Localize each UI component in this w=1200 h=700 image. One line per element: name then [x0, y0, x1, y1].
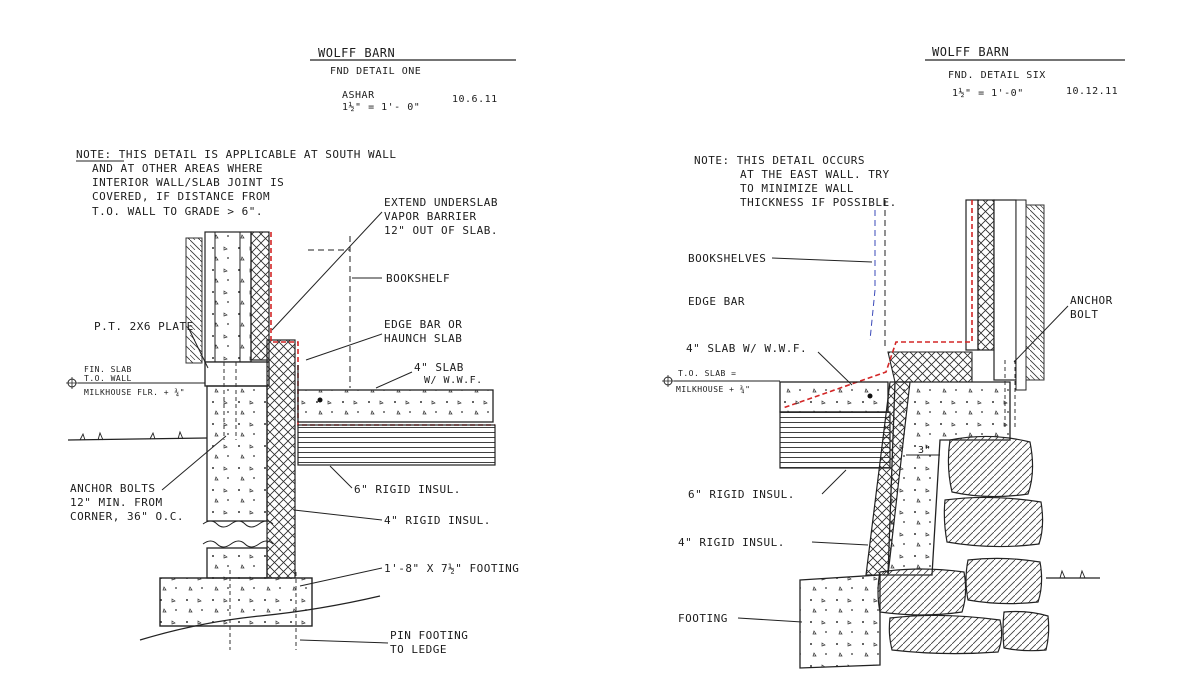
left-label-elev-3: MILKHOUSE FLR. + ¾" — [84, 388, 185, 397]
right-note-line-2: AT THE EAST WALL. TRY — [740, 168, 890, 181]
right-title: WOLFF BARN — [932, 45, 1009, 59]
right-note-line-1: NOTE: THIS DETAIL OCCURS — [694, 154, 865, 167]
left-note-line-4: COVERED, IF DISTANCE FROM — [92, 190, 270, 203]
right-label-dim-3: 3" — [918, 445, 931, 456]
left-label-vapor-3: 12" OUT OF SLAB. — [384, 224, 498, 237]
left-note-line-5: T.O. WALL TO GRADE > 6". — [92, 205, 263, 218]
right-scale: 1½" = 1'-0" — [952, 87, 1024, 99]
left-label-slab-2: W/ W.W.F. — [424, 375, 483, 386]
left-label-vapor-1: EXTEND UNDERSLAB — [384, 196, 498, 209]
right-label-bookshelves: BOOKSHELVES — [688, 252, 766, 265]
left-label-edge-bar-1: EDGE BAR OR — [384, 318, 462, 331]
right-label-footing: FOOTING — [678, 612, 728, 625]
right-title-block: WOLFF BARN FND. DETAIL SIX 1½" = 1'-0" 1… — [925, 45, 1125, 99]
left-label-anchor-2: 12" MIN. FROM — [70, 496, 163, 509]
right-label-anchor-2: BOLT — [1070, 308, 1099, 321]
left-date: 10.6.11 — [452, 94, 498, 105]
right-date: 10.12.11 — [1066, 86, 1118, 97]
left-label-pin-1: PIN FOOTING — [390, 629, 468, 642]
left-label-edge-bar-2: HAUNCH SLAB — [384, 332, 462, 345]
right-label-edge-bar: EDGE BAR — [688, 295, 745, 308]
right-label-elev-2: MILKHOUSE + ¾" — [676, 385, 750, 394]
right-note-line-4: THICKNESS IF POSSIBLE. — [740, 196, 897, 209]
right-note: NOTE: THIS DETAIL OCCURS AT THE EAST WAL… — [694, 154, 897, 209]
left-label-bookshelf: BOOKSHELF — [386, 272, 450, 285]
right-section — [779, 199, 1100, 669]
left-title: WOLFF BARN — [318, 46, 395, 60]
right-label-elev-1: T.O. SLAB = — [678, 369, 736, 378]
left-label-anchor-1: ANCHOR BOLTS — [70, 482, 155, 495]
left-section — [67, 231, 496, 650]
right-subtitle: FND. DETAIL SIX — [948, 70, 1046, 81]
left-author: ASHAR — [342, 90, 375, 101]
left-label-pin-2: TO LEDGE — [390, 643, 447, 656]
left-labels: EXTEND UNDERSLAB VAPOR BARRIER 12" OUT O… — [66, 196, 519, 656]
left-note-line-1: NOTE: THIS DETAIL IS APPLICABLE AT SOUTH… — [76, 148, 397, 161]
left-note: NOTE: THIS DETAIL IS APPLICABLE AT SOUTH… — [76, 148, 397, 218]
right-label-rigid-4: 4" RIGID INSUL. — [678, 536, 785, 549]
right-label-slab: 4" SLAB W/ W.W.F. — [686, 342, 807, 355]
left-label-plate: P.T. 2X6 PLATE — [94, 320, 194, 333]
left-label-rigid-6: 6" RIGID INSUL. — [354, 483, 461, 496]
left-label-footing: 1'-8" X 7½" FOOTING — [384, 562, 519, 575]
left-subtitle: FND DETAIL ONE — [330, 66, 421, 77]
left-note-line-2: AND AT OTHER AREAS WHERE — [92, 162, 263, 175]
right-labels: BOOKSHELVES EDGE BAR 4" SLAB W/ W.W.F. T… — [662, 252, 1113, 625]
left-title-block: WOLFF BARN FND DETAIL ONE ASHAR 1½" = 1'… — [310, 46, 516, 113]
left-label-anchor-3: CORNER, 36" O.C. — [70, 510, 184, 523]
left-label-rigid-4: 4" RIGID INSUL. — [384, 514, 491, 527]
right-note-line-3: TO MINIMIZE WALL — [740, 182, 854, 195]
left-label-vapor-2: VAPOR BARRIER — [384, 210, 477, 223]
left-scale: 1½" = 1'- 0" — [342, 101, 420, 113]
left-label-slab-1: 4" SLAB — [414, 361, 464, 374]
left-label-elev-1: FIN. SLAB — [84, 365, 132, 374]
right-label-rigid-6: 6" RIGID INSUL. — [688, 488, 795, 501]
left-note-line-3: INTERIOR WALL/SLAB JOINT IS — [92, 176, 284, 189]
right-label-anchor-1: ANCHOR — [1070, 294, 1113, 307]
left-label-elev-2: T.O. WALL — [84, 374, 132, 383]
